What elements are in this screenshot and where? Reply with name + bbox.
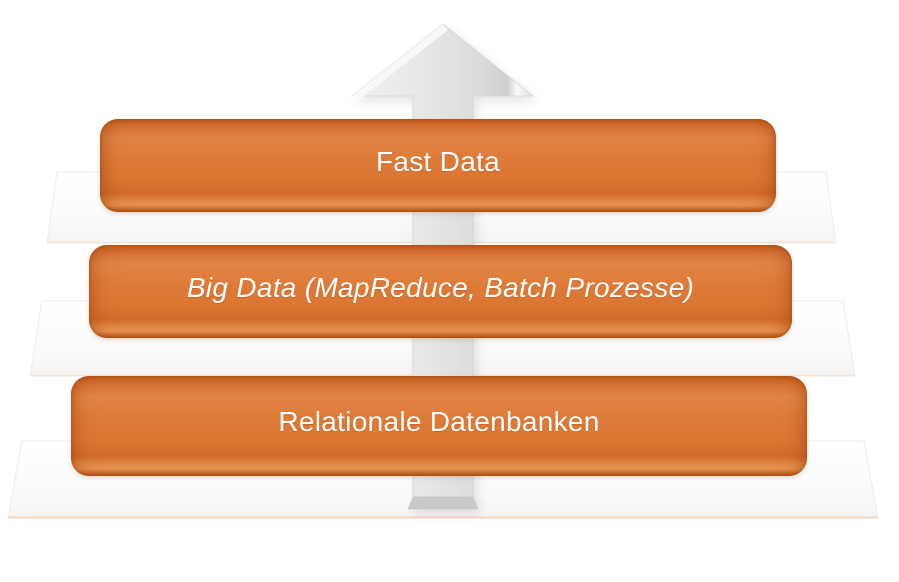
layer-bar-relational-databases: Relationale Datenbanken — [71, 376, 807, 476]
layer-label: Fast Data — [375, 145, 501, 177]
up-arrow-base-face — [407, 496, 479, 510]
layer-bar-fast-data: Fast Data — [100, 119, 776, 212]
layer-label: Big Data (MapReduce, Batch Prozesse) — [186, 271, 695, 303]
layer-label: Relationale Datenbanken — [278, 406, 600, 437]
up-arrow-left-bevel — [352, 24, 448, 99]
layer-bar-big-data: Big Data (MapReduce, Batch Prozesse) — [89, 245, 792, 338]
